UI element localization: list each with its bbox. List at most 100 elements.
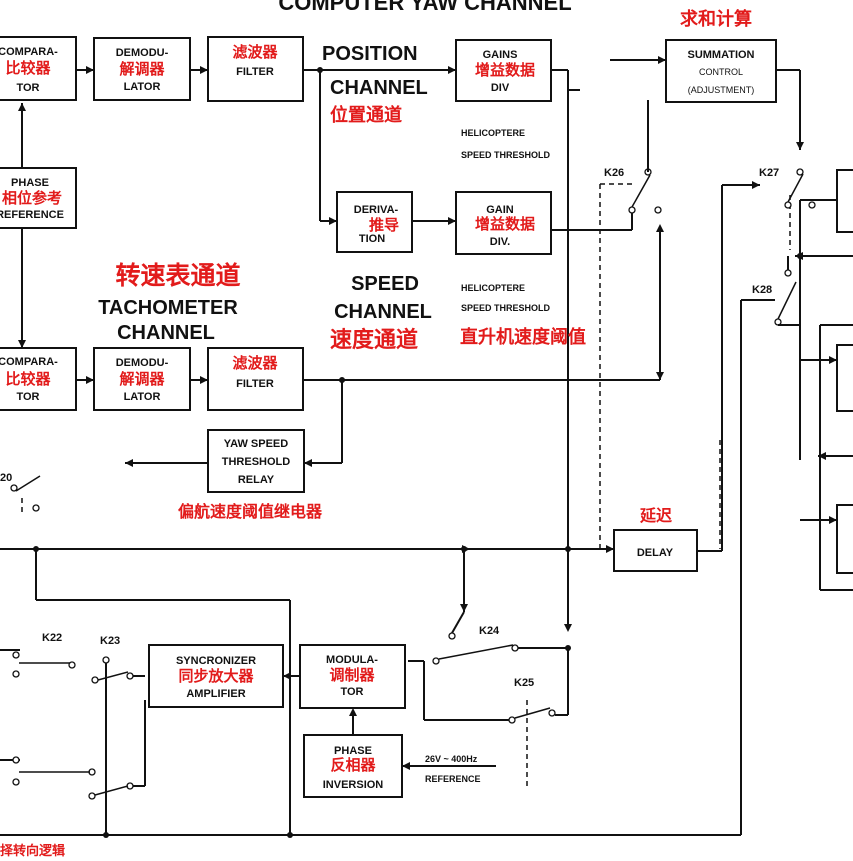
- tachometer-label: TACHOMETER: [98, 297, 238, 319]
- svg-text:相位参考: 相位参考: [2, 189, 62, 207]
- svg-text:(ADJUSTMENT): (ADJUSTMENT): [688, 85, 755, 95]
- svg-text:PHASE: PHASE: [334, 745, 372, 757]
- demodulator-bottom-block: DEMODU- 解调器 LATOR: [93, 347, 191, 411]
- switch-k23: K23: [91, 635, 134, 684]
- svg-text:K22: K22: [42, 632, 62, 644]
- svg-text:20: 20: [0, 472, 12, 484]
- svg-text:INVERSION: INVERSION: [323, 779, 384, 791]
- yaw-speed-threshold-relay-block: YAW SPEED THRESHOLD RELAY: [207, 429, 305, 493]
- svg-text:K26: K26: [604, 167, 624, 179]
- signal-lines: [0, 56, 853, 838]
- svg-text:K28: K28: [752, 284, 772, 296]
- svg-text:COMPARA-: COMPARA-: [0, 46, 58, 58]
- svg-text:TION: TION: [359, 233, 385, 245]
- svg-text:比较器: 比较器: [5, 59, 51, 77]
- svg-text:LATOR: LATOR: [124, 81, 161, 93]
- derivation-block: DERIVA- 推导 TION: [336, 191, 413, 253]
- summation-cn-label: 求和计算: [680, 8, 752, 30]
- summation-control-block: SUMMATION CONTROL (ADJUSTMENT): [665, 39, 777, 103]
- svg-text:RELAY: RELAY: [238, 474, 275, 486]
- position-channel-cn-label: 位置通道: [330, 104, 402, 126]
- helicopter-threshold-a-line1: HELICOPTERE: [461, 128, 525, 138]
- switch-k24: K24: [432, 611, 519, 665]
- speed-label: SPEED: [351, 273, 419, 295]
- diagram-title: COMPUTER YAW CHANNEL: [278, 0, 571, 15]
- demodulator-top-block: DEMODU- 解调器 LATOR: [93, 37, 191, 101]
- svg-text:K24: K24: [479, 625, 500, 637]
- svg-text:滤波器: 滤波器: [232, 354, 278, 372]
- svg-text:DERIVA-: DERIVA-: [354, 204, 399, 216]
- svg-text:COMPARA-: COMPARA-: [0, 356, 58, 368]
- svg-text:K23: K23: [100, 635, 120, 647]
- svg-text:CONTROL: CONTROL: [699, 67, 743, 77]
- synchronizer-amplifier-block: SYNCRONIZER 同步放大器 AMPLIFIER: [148, 644, 284, 708]
- reference-voltage-label: 26V ~ 400Hz: [425, 754, 478, 764]
- switch-lower-left: [12, 756, 134, 800]
- svg-text:MODULA-: MODULA-: [326, 654, 378, 666]
- yaw-relay-cn-label: 偏航速度阈值继电器: [178, 502, 323, 521]
- svg-text:K25: K25: [514, 677, 534, 689]
- svg-text:K27: K27: [759, 167, 779, 179]
- svg-text:滤波器: 滤波器: [232, 43, 278, 61]
- svg-text:AMPLIFIER: AMPLIFIER: [186, 688, 245, 700]
- svg-text:同步放大器: 同步放大器: [178, 667, 254, 685]
- gains-top-block: GAINS 增益数据 DIV: [455, 39, 552, 102]
- svg-text:解调器: 解调器: [119, 370, 165, 388]
- helicopter-threshold-b-line1: HELICOPTERE: [461, 283, 525, 293]
- svg-text:TOR: TOR: [340, 686, 363, 698]
- svg-text:增益数据: 增益数据: [475, 61, 535, 79]
- svg-text:FILTER: FILTER: [236, 378, 274, 390]
- svg-text:推导: 推导: [369, 216, 399, 234]
- helicopter-threshold-a-line2: SPEED THRESHOLD: [461, 150, 551, 160]
- steering-logic-cn-label: 择转向逻辑: [0, 843, 65, 859]
- svg-text:GAINS: GAINS: [483, 49, 518, 61]
- position-channel-label: CHANNEL: [330, 77, 428, 99]
- svg-text:DEMODU-: DEMODU-: [116, 47, 169, 59]
- filter-bottom-block: 滤波器 FILTER: [207, 347, 304, 411]
- svg-text:DELAY: DELAY: [637, 547, 674, 559]
- svg-text:LATOR: LATOR: [124, 391, 161, 403]
- svg-text:PHASE: PHASE: [11, 177, 49, 189]
- svg-text:REFERENCE: REFERENCE: [0, 209, 64, 221]
- switch-k20: 20: [0, 472, 41, 512]
- switch-k27: K27: [759, 167, 816, 209]
- right-edge-block-top: [836, 169, 853, 233]
- switch-k25: K25: [508, 677, 556, 724]
- helicopter-threshold-b-line2: SPEED THRESHOLD: [461, 303, 551, 313]
- svg-text:THRESHOLD: THRESHOLD: [222, 456, 291, 468]
- svg-text:DEMODU-: DEMODU-: [116, 357, 169, 369]
- delay-block: DELAY: [613, 529, 698, 572]
- filter-top-block: 滤波器 FILTER: [207, 36, 304, 102]
- right-edge-block-bottom: [836, 504, 853, 574]
- svg-text:比较器: 比较器: [5, 370, 51, 388]
- svg-text:GAIN: GAIN: [486, 204, 514, 216]
- position-label: POSITION: [322, 43, 418, 65]
- tachometer-channel-label: CHANNEL: [117, 322, 215, 344]
- svg-text:SYNCRONIZER: SYNCRONIZER: [176, 655, 256, 667]
- phase-reference-block: PHASE 相位参考 REFERENCE: [0, 167, 77, 229]
- svg-text:SUMMATION: SUMMATION: [687, 49, 754, 61]
- svg-text:YAW SPEED: YAW SPEED: [224, 438, 288, 450]
- right-edge-block-mid: [836, 344, 853, 412]
- modulator-block: MODULA- 调制器 TOR: [299, 644, 406, 709]
- speed-channel-label: CHANNEL: [334, 301, 432, 323]
- phase-inversion-block: PHASE 反相器 INVERSION: [303, 734, 403, 798]
- switch-k28: K28: [752, 256, 800, 326]
- svg-text:解调器: 解调器: [119, 60, 165, 78]
- svg-text:增益数据: 增益数据: [475, 215, 535, 233]
- switch-k26: K26: [551, 100, 662, 231]
- gain-mid-block: GAIN 增益数据 DIV.: [455, 191, 552, 255]
- svg-text:调制器: 调制器: [329, 666, 375, 684]
- reference-label: REFERENCE: [425, 774, 481, 784]
- comparator-top-block: COMPARA- 比较器 TOR: [0, 36, 77, 101]
- svg-text:TOR: TOR: [16, 391, 39, 403]
- svg-text:DIV.: DIV.: [490, 236, 510, 248]
- svg-text:FILTER: FILTER: [236, 66, 274, 78]
- delay-cn-label: 延迟: [639, 506, 672, 525]
- svg-text:反相器: 反相器: [330, 756, 376, 774]
- comparator-bottom-block: COMPARA- 比较器 TOR: [0, 347, 77, 411]
- switch-k22: K22: [12, 632, 76, 678]
- svg-text:DIV: DIV: [491, 82, 510, 94]
- svg-text:TOR: TOR: [16, 82, 39, 94]
